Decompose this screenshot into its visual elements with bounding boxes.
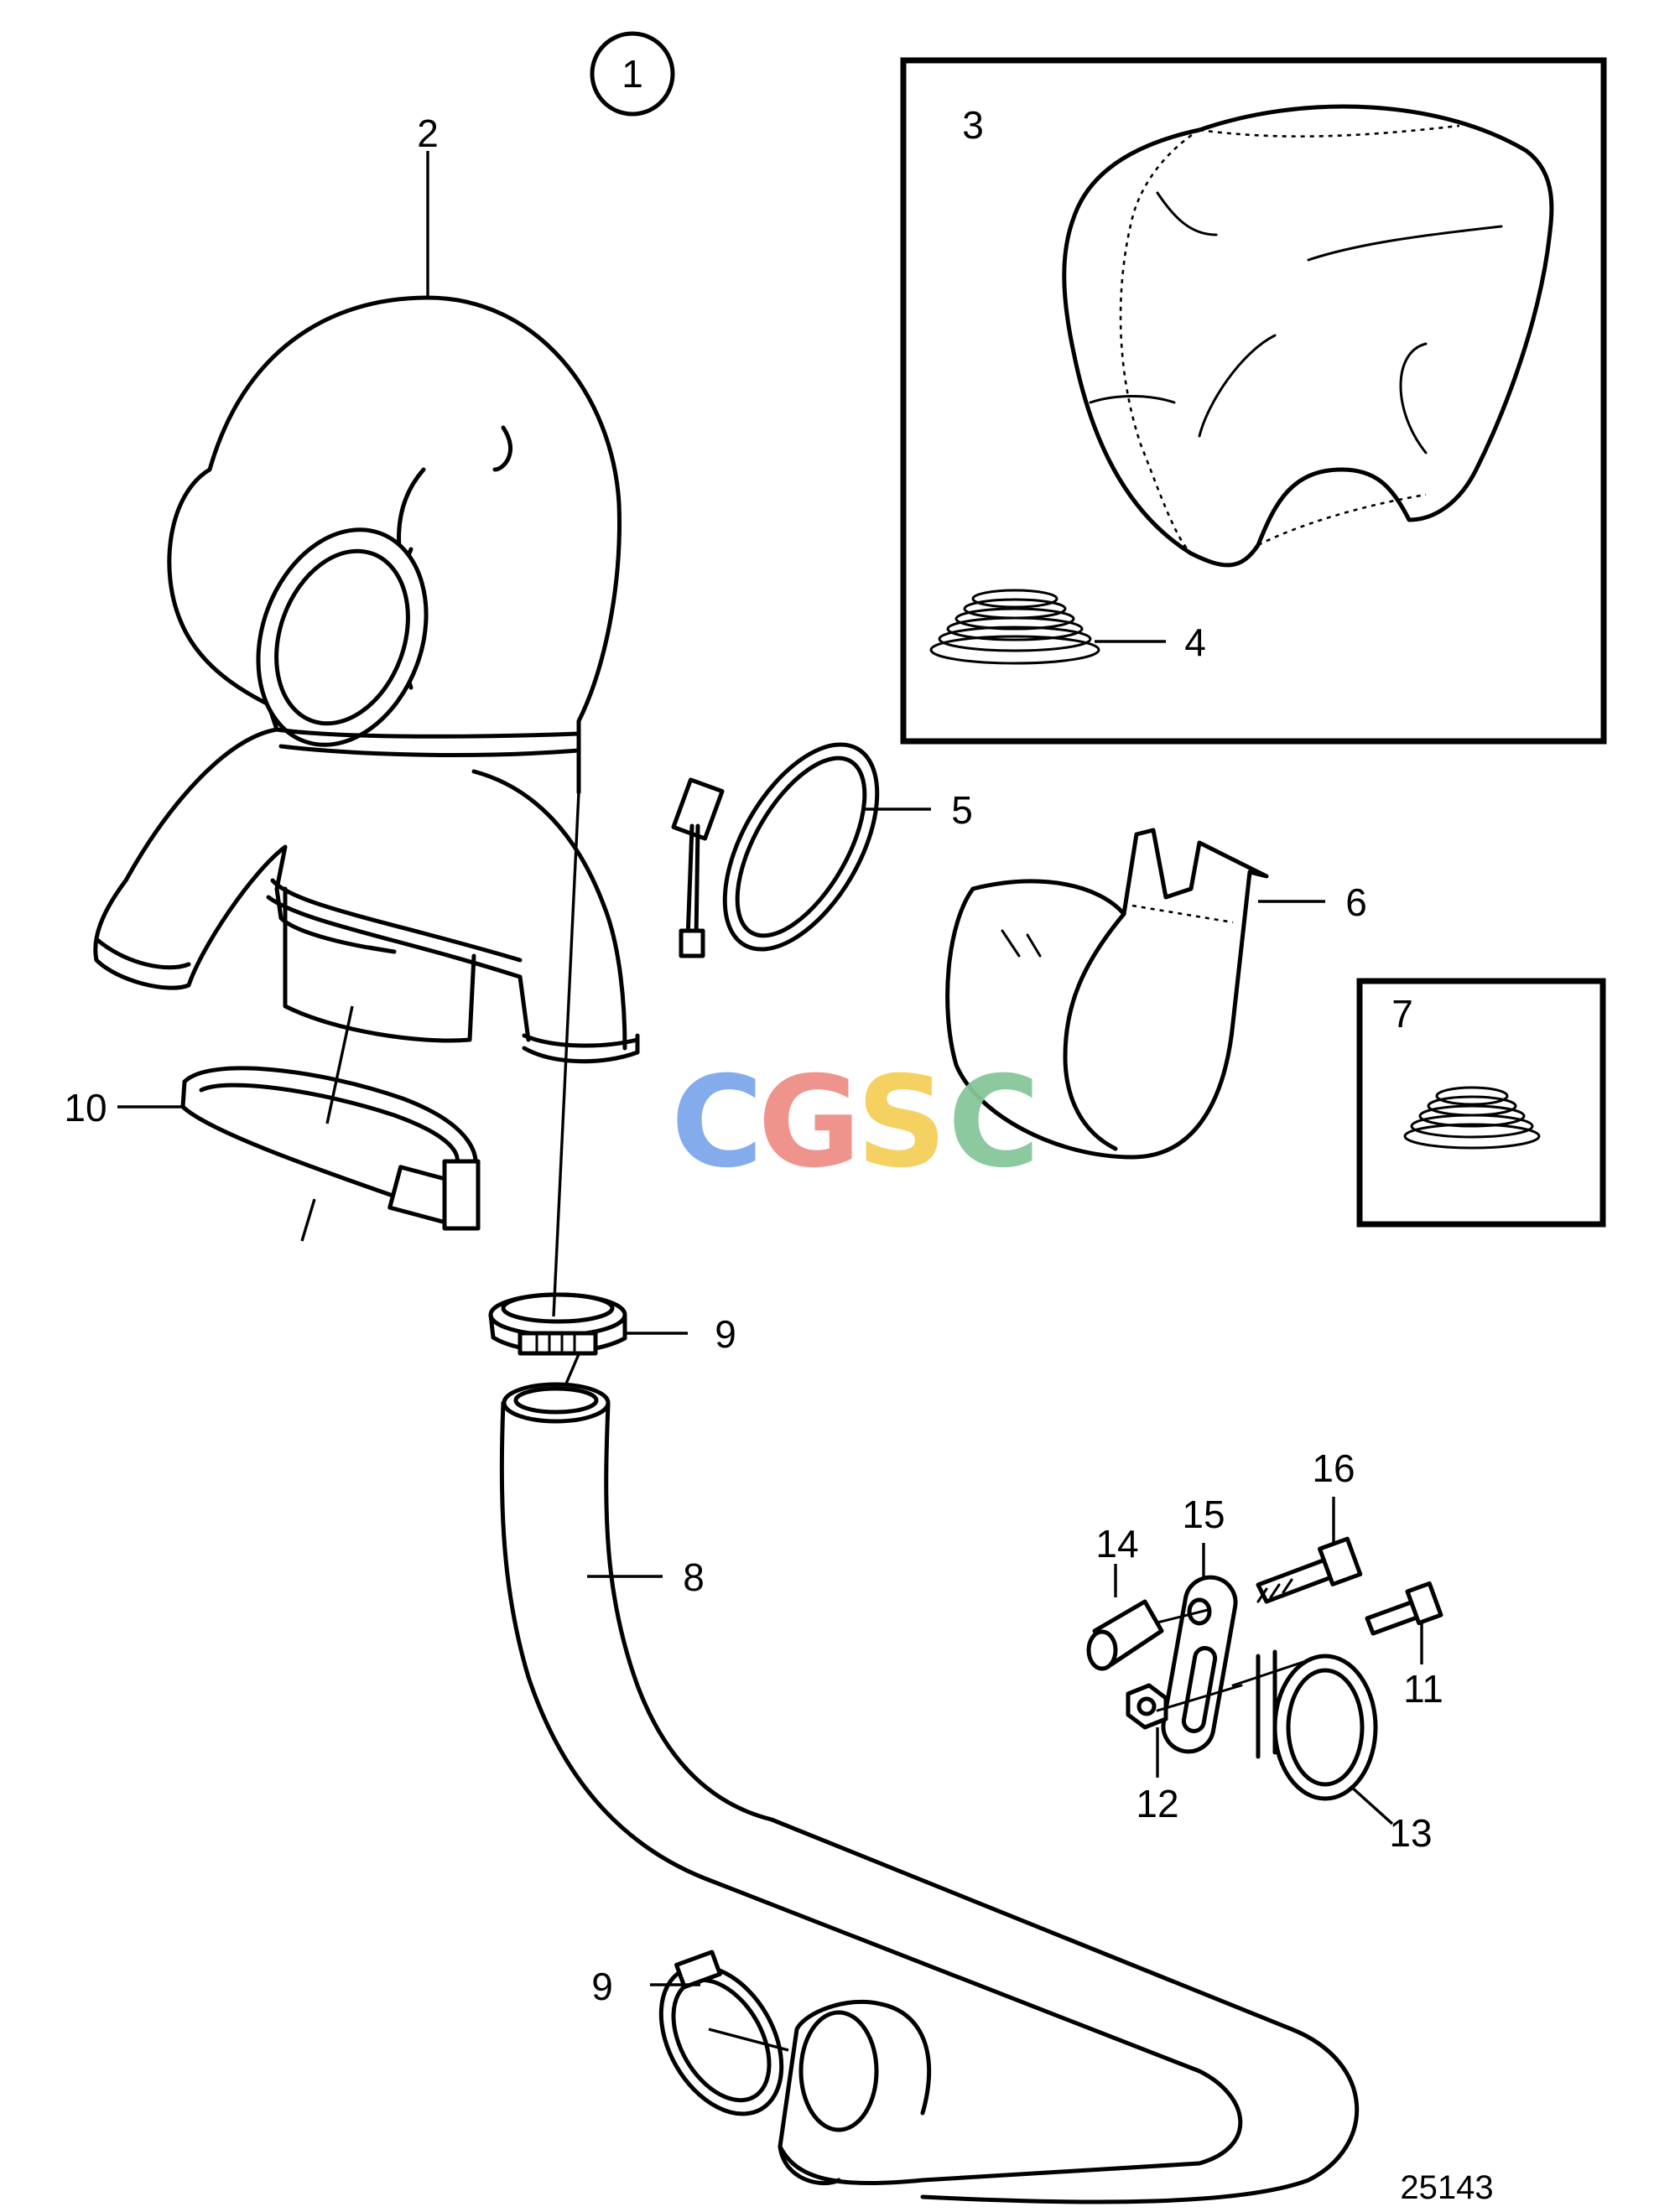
callout-15: 15 <box>1182 1493 1225 1536</box>
callout-7: 7 <box>1391 992 1413 1036</box>
callout-16: 16 <box>1312 1446 1355 1490</box>
bolt-part-16 <box>1256 1536 1363 1604</box>
exhaust-elbow-part-2 <box>93 295 640 1064</box>
hose-clamp-part-9-bottom <box>658 1950 789 2116</box>
heat-shield-part-6 <box>945 828 1269 1160</box>
callout-9-top: 9 <box>715 1312 736 1356</box>
callout-5: 5 <box>951 788 973 832</box>
callout-labels: 2 3 4 5 6 7 8 9 9 10 11 12 13 14 15 16 <box>64 103 1443 2008</box>
screw-part-11 <box>1365 1581 1443 1636</box>
p-clamp-part-13 <box>1256 1649 1378 1801</box>
group-marker-label: 1 <box>622 52 643 96</box>
callout-13: 13 <box>1389 1811 1432 1855</box>
pipe-clamp-part-10 <box>180 1005 481 1242</box>
watermark-letter-2: G <box>757 1050 861 1196</box>
callout-8: 8 <box>683 1555 705 1599</box>
v-band-clamp-part-5 <box>671 742 880 958</box>
watermark-letter-1: C <box>671 1050 763 1196</box>
callout-2: 2 <box>417 112 439 155</box>
group-marker: 1 <box>590 31 675 117</box>
kit-box-part-3-4 <box>900 57 1607 745</box>
watermark-letter-4: C <box>948 1050 1040 1196</box>
exhaust-hose-part-8 <box>499 1382 1360 2204</box>
bracket-part-15 <box>1161 1575 1238 1754</box>
kit-box-part-7 <box>1356 978 1606 1228</box>
callout-10: 10 <box>64 1086 107 1129</box>
callout-3: 3 <box>962 103 984 147</box>
drawing-number: 25143 <box>1400 2169 1493 2206</box>
watermark: C G S C <box>671 1050 1040 1196</box>
callout-6: 6 <box>1345 880 1367 924</box>
callout-4: 4 <box>1184 621 1206 664</box>
callout-14: 14 <box>1095 1522 1138 1566</box>
watermark-letter-3: S <box>856 1050 947 1196</box>
cable-tie-part-7 <box>1403 1086 1541 1150</box>
callout-12: 12 <box>1136 1782 1178 1825</box>
hose-clamp-part-9-top <box>488 1292 627 1356</box>
leader-lines <box>117 151 1423 1986</box>
cable-tie-part-4 <box>929 589 1166 665</box>
spacer-part-14 <box>1086 1599 1164 1671</box>
assembly-lines <box>1156 1608 1310 1712</box>
nut-part-12 <box>1126 1683 1168 1730</box>
insulation-cover-part-3 <box>1062 104 1554 568</box>
callout-11: 11 <box>1403 1667 1443 1711</box>
callout-9-bottom: 9 <box>591 1965 613 2008</box>
